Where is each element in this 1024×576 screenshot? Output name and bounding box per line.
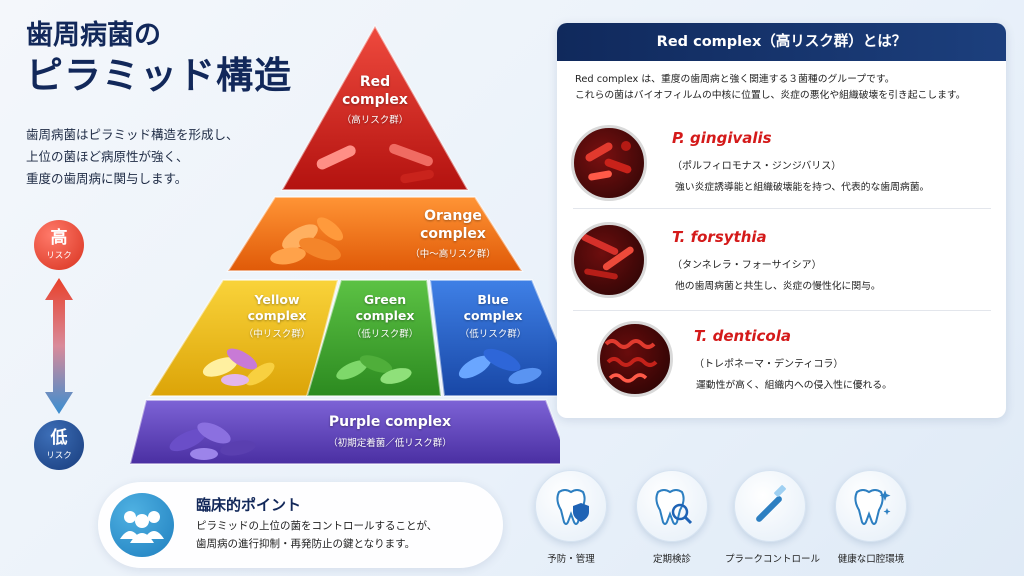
feature-healthy-mouth: 健康な口腔環境: [826, 470, 916, 565]
bacteria-kana: （ポルフィロモナス・ジンジバリス）: [672, 161, 842, 172]
title-line-2: ピラミッド構造: [26, 54, 292, 98]
green-complex-name-1: Green: [363, 292, 407, 307]
t-forsythia-image: [571, 222, 647, 298]
panel-header: Red complex（高リスク群）とは？: [557, 23, 1006, 61]
feature-label: 定期検診: [652, 554, 691, 565]
bacteria-entry-t-forsythia: T. forsythia （タンネレラ・フォーサイシア） 他の歯周病菌と共生し、…: [557, 216, 1006, 316]
feature-checkup: 定期検診: [627, 470, 717, 565]
low-risk-badge: 低 リスク: [34, 420, 84, 470]
feature-plaque-control: プラークコントロール: [725, 470, 821, 565]
bacteria-entry-t-denticola: T. denticola （トレポネーマ・デンティコラ） 運動性が高く、組織内へ…: [557, 315, 1006, 415]
clinical-point-line: 歯周病の進行抑制・再発防止の鍵となります。: [196, 537, 416, 550]
high-risk-badge: 高 リスク: [34, 220, 84, 270]
low-risk-sub: リスク: [46, 450, 72, 461]
blue-bacteria-icon: [458, 348, 542, 385]
yellow-complex-name-1: Yellow: [254, 292, 300, 307]
red-complex-label: Red complex （高リスク群）: [325, 74, 425, 126]
panel-intro-line: これらの菌はバイオフィルムの中核に位置し、炎症の悪化や組織破壊を引き起こします。: [575, 90, 966, 102]
bacteria-name: T. forsythia: [672, 228, 767, 246]
bacteria-name: P. gingivalis: [672, 129, 772, 147]
tooth-shield-icon: [535, 470, 607, 542]
clinical-point-text: ピラミッドの上位の菌をコントロールすることが、 歯周病の進行抑制・再発防止の鍵と…: [196, 518, 437, 554]
blue-complex-name-1: Blue: [477, 292, 509, 307]
people-group-icon: [110, 493, 174, 557]
panel-divider: [573, 208, 991, 209]
yellow-complex-risk: （中リスク群）: [243, 329, 311, 341]
high-risk-label: 高: [50, 227, 68, 248]
sparkling-tooth-icon: [835, 470, 907, 542]
toothbrush-icon: [734, 470, 806, 542]
bacteria-kana: （トレポネーマ・デンティコラ）: [694, 359, 844, 370]
tooth-magnifier-icon: [636, 470, 708, 542]
lead-line: 歯周病菌はピラミッド構造を形成し、: [26, 127, 239, 142]
orange-complex-name-2: complex: [420, 225, 486, 242]
green-complex-tier: [305, 279, 443, 397]
high-risk-sub: リスク: [46, 250, 72, 261]
panel-intro: Red complex は、重度の歯周病と強く関連する３菌種のグループです。 こ…: [557, 61, 1006, 104]
bacteria-pyramid: Red complex （高リスク群） Orange complex （中〜高リ…: [128, 23, 582, 483]
red-complex-name-2: complex: [342, 91, 408, 108]
bacteria-description: 強い炎症誘導能と組織破壊能を持つ、代表的な歯周病菌。: [675, 182, 930, 193]
purple-bacteria-icon: [169, 422, 256, 460]
p-gingivalis-image: [571, 125, 647, 201]
blue-complex-name-2: complex: [463, 307, 523, 323]
orange-bacteria-icon: [270, 217, 344, 265]
risk-gradient-arrow-icon: [45, 278, 73, 414]
lead-line: 上位の菌ほど病原性が強く、: [26, 148, 189, 164]
bacteria-description: 運動性が高く、組織内への侵入性に優れる。: [696, 380, 892, 391]
feature-label: 健康な口腔環境: [837, 554, 905, 565]
orange-complex-name-1: Orange: [424, 208, 482, 224]
orange-complex-risk: （中〜高リスク群）: [410, 249, 496, 260]
green-complex-name-2: complex: [355, 307, 415, 323]
bacteria-entry-p-gingivalis: P. gingivalis （ポルフィロモナス・ジンジバリス） 強い炎症誘導能と…: [557, 115, 1006, 215]
clinical-point-title: 臨床的ポイント: [196, 496, 302, 514]
green-complex-label: Green complex （低リスク群）: [330, 292, 440, 340]
yellow-complex-name-2: complex: [247, 307, 307, 323]
bacteria-name: T. denticola: [694, 327, 791, 345]
blue-complex-risk: （低リスク群）: [459, 329, 527, 341]
feature-prevention: 予防・管理: [526, 470, 616, 565]
panel-divider: [573, 310, 991, 311]
pyramid-graphic: [128, 23, 582, 465]
lead-line: 重度の歯周病に関与します。: [26, 170, 188, 186]
blue-complex-label: Blue complex （低リスク群）: [438, 292, 548, 340]
panel-intro-line: Red complex は、重度の歯周病と強く関連する３菌種のグループです。: [575, 74, 895, 85]
title-line-1: 歯周病菌の: [26, 20, 161, 51]
orange-complex-label: Orange complex （中〜高リスク群）: [388, 208, 518, 260]
green-complex-risk: （低リスク群）: [351, 329, 419, 341]
t-denticola-image: [597, 321, 673, 397]
yellow-complex-label: Yellow complex （中リスク群）: [222, 292, 332, 340]
low-risk-label: 低: [50, 427, 68, 448]
clinical-point-line: ピラミッドの上位の菌をコントロールすることが、: [196, 520, 438, 532]
page-title: 歯周病菌の ピラミッド構造: [26, 20, 292, 98]
purple-complex-name: Purple complex: [328, 414, 452, 430]
feature-label: 予防・管理: [547, 554, 595, 565]
yellow-bacteria-icon: [202, 348, 275, 386]
purple-complex-label: Purple complex （初期定着菌／低リスク群）: [295, 414, 485, 449]
red-complex-tier: [280, 23, 470, 191]
clinical-point-box: 臨床的ポイント ピラミッドの上位の菌をコントロールすることが、 歯周病の進行抑制…: [98, 482, 503, 568]
red-bacteria-icon: [316, 143, 434, 184]
feature-label: プラークコントロール: [725, 554, 821, 565]
green-bacteria-icon: [336, 355, 412, 384]
red-complex-info-panel: Red complex（高リスク群）とは？ Red complex は、重度の歯…: [557, 23, 1006, 418]
red-complex-risk: （高リスク群）: [341, 115, 409, 126]
bacteria-kana: （タンネレラ・フォーサイシア）: [672, 260, 822, 271]
red-complex-name-1: Red: [359, 74, 391, 90]
bacteria-description: 他の歯周病菌と共生し、炎症の慢性化に関与。: [675, 281, 881, 292]
lead-text: 歯周病菌はピラミッド構造を形成し、 上位の菌ほど病原性が強く、 重度の歯周病に関…: [26, 124, 276, 190]
purple-complex-risk: （初期定着菌／低リスク群）: [328, 437, 452, 449]
